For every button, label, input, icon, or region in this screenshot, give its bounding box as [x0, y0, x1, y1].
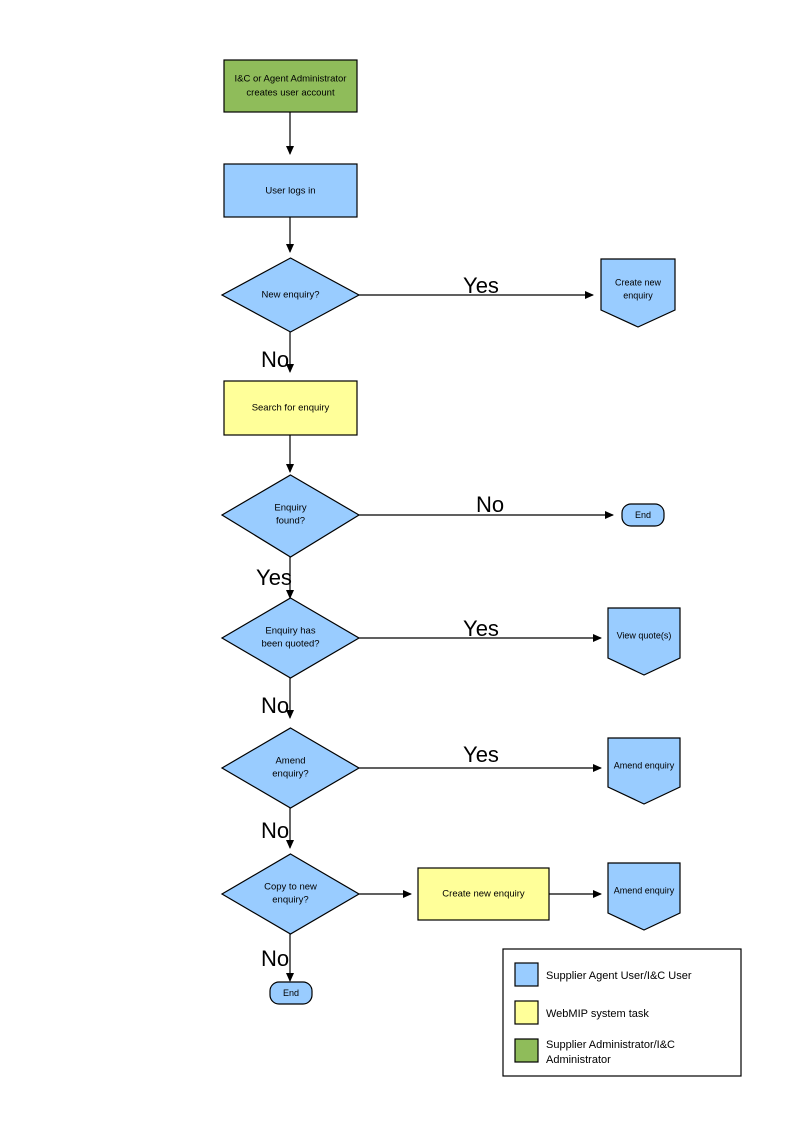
enquiry-quoted-label-2: been quoted? [261, 639, 319, 650]
amend-enquiry-1-label: Amend enquiry [614, 760, 675, 770]
node-enquiry-quoted-decision[interactable]: Enquiry has been quoted? [220, 597, 361, 679]
admin-creates-label-1: I&C or Agent Administrator [235, 74, 347, 85]
branch-labels: Yes No No Yes Yes No Yes No No [256, 273, 504, 971]
node-create-new-enquiry-top[interactable]: Create new enquiry [600, 258, 676, 328]
branch-label-enquiry-found-yes: Yes [256, 565, 292, 590]
enquiry-found-diamond [220, 474, 361, 558]
search-for-enquiry-label: Search for enquiry [252, 403, 330, 414]
node-end-top[interactable]: End [621, 503, 665, 527]
enquiry-quoted-label-1: Enquiry has [265, 626, 315, 637]
view-quotes-shape [607, 607, 681, 676]
end-top-shape [621, 503, 665, 527]
legend-container [502, 948, 742, 1077]
branch-label-amend-enquiry-no: No [261, 818, 289, 843]
legend-label-system: WebMIP system task [546, 1008, 649, 1020]
legend-swatch-system [514, 1000, 539, 1025]
create-new-enquiry-top-label-2: enquiry [623, 290, 653, 300]
create-new-enquiry-bottom-label: Create new enquiry [442, 889, 525, 900]
amend-enquiry-label-2: enquiry? [272, 769, 308, 780]
node-admin-creates-user-account[interactable]: I&C or Agent Administrator creates user … [223, 59, 358, 113]
amend-enquiry-1-shape [607, 737, 681, 805]
user-logs-in-label: User logs in [265, 186, 315, 197]
end-bottom-shape [269, 981, 313, 1005]
amend-enquiry-2-label: Amend enquiry [614, 885, 675, 895]
node-enquiry-found-decision[interactable]: Enquiry found? [220, 474, 361, 558]
node-amend-enquiry-action-1[interactable]: Amend enquiry [607, 737, 681, 805]
create-new-enquiry-top-label-1: Create new [615, 277, 662, 287]
enquiry-quoted-diamond [220, 597, 361, 679]
node-amend-enquiry-decision[interactable]: Amend enquiry? [220, 727, 361, 809]
legend-swatch-user [514, 962, 539, 987]
create-new-enquiry-top-shape [600, 258, 676, 328]
legend: Supplier Agent User/I&C User WebMIP syst… [502, 948, 742, 1077]
branch-label-enquiry-found-no: No [476, 492, 504, 517]
search-for-enquiry-shape [223, 380, 358, 436]
branch-label-new-enquiry-yes: Yes [463, 273, 499, 298]
node-new-enquiry-decision[interactable]: New enquiry? [220, 257, 361, 333]
enquiry-found-label-1: Enquiry [274, 503, 306, 514]
node-user-logs-in[interactable]: User logs in [223, 163, 358, 218]
legend-label-user: Supplier Agent User/I&C User [546, 970, 692, 982]
copy-to-new-label-1: Copy to new [264, 882, 317, 893]
new-enquiry-label: New enquiry? [261, 290, 319, 301]
new-enquiry-diamond [220, 257, 361, 333]
node-search-for-enquiry[interactable]: Search for enquiry [223, 380, 358, 436]
branch-label-amend-enquiry-yes: Yes [463, 742, 499, 767]
copy-to-new-label-2: enquiry? [272, 895, 308, 906]
connectors [286, 112, 614, 982]
enquiry-found-label-2: found? [276, 516, 305, 527]
end-top-label: End [635, 510, 651, 520]
branch-label-new-enquiry-no: No [261, 347, 289, 372]
node-copy-to-new-decision[interactable]: Copy to new enquiry? [220, 853, 361, 935]
node-view-quotes[interactable]: View quote(s) [607, 607, 681, 676]
copy-to-new-diamond [220, 853, 361, 935]
end-bottom-label: End [283, 988, 299, 998]
legend-label-admin-2: Administrator [546, 1054, 611, 1066]
user-logs-in-shape [223, 163, 358, 218]
view-quotes-label: View quote(s) [617, 630, 672, 640]
admin-creates-shape [223, 59, 358, 113]
admin-creates-label-2: creates user account [246, 88, 335, 99]
amend-enquiry-2-shape [607, 862, 681, 931]
node-create-new-enquiry-bottom[interactable]: Create new enquiry [417, 867, 550, 921]
create-new-enquiry-bottom-shape [417, 867, 550, 921]
branch-label-copy-to-new-no: No [261, 946, 289, 971]
amend-enquiry-label-1: Amend [275, 756, 305, 767]
node-amend-enquiry-action-2[interactable]: Amend enquiry [607, 862, 681, 931]
legend-swatch-admin [514, 1038, 539, 1063]
amend-enquiry-diamond [220, 727, 361, 809]
node-end-bottom[interactable]: End [269, 981, 313, 1005]
branch-label-enquiry-quoted-no: No [261, 693, 289, 718]
branch-label-enquiry-quoted-yes: Yes [463, 616, 499, 641]
legend-label-admin-1: Supplier Administrator/I&C [546, 1039, 675, 1051]
